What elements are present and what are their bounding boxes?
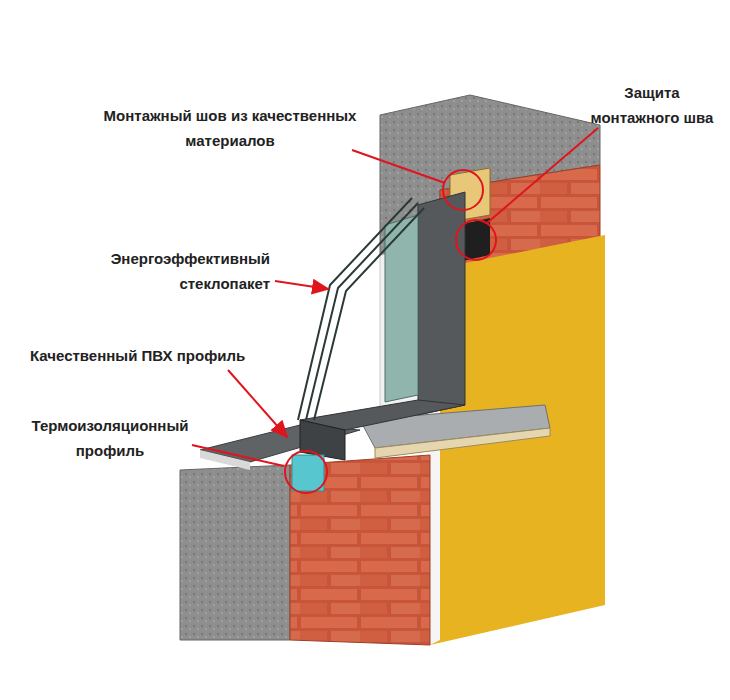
callout-label: Термоизоляционный профиль [15, 413, 205, 463]
callout-label: Монтажный шов из качественных материалов [100, 103, 360, 153]
callout-label: Энергоэффективный стеклопакет [75, 246, 270, 296]
callout-label: Качественный ПВХ профиль [30, 343, 290, 368]
callout-label: Защита монтажного шва [582, 80, 722, 130]
